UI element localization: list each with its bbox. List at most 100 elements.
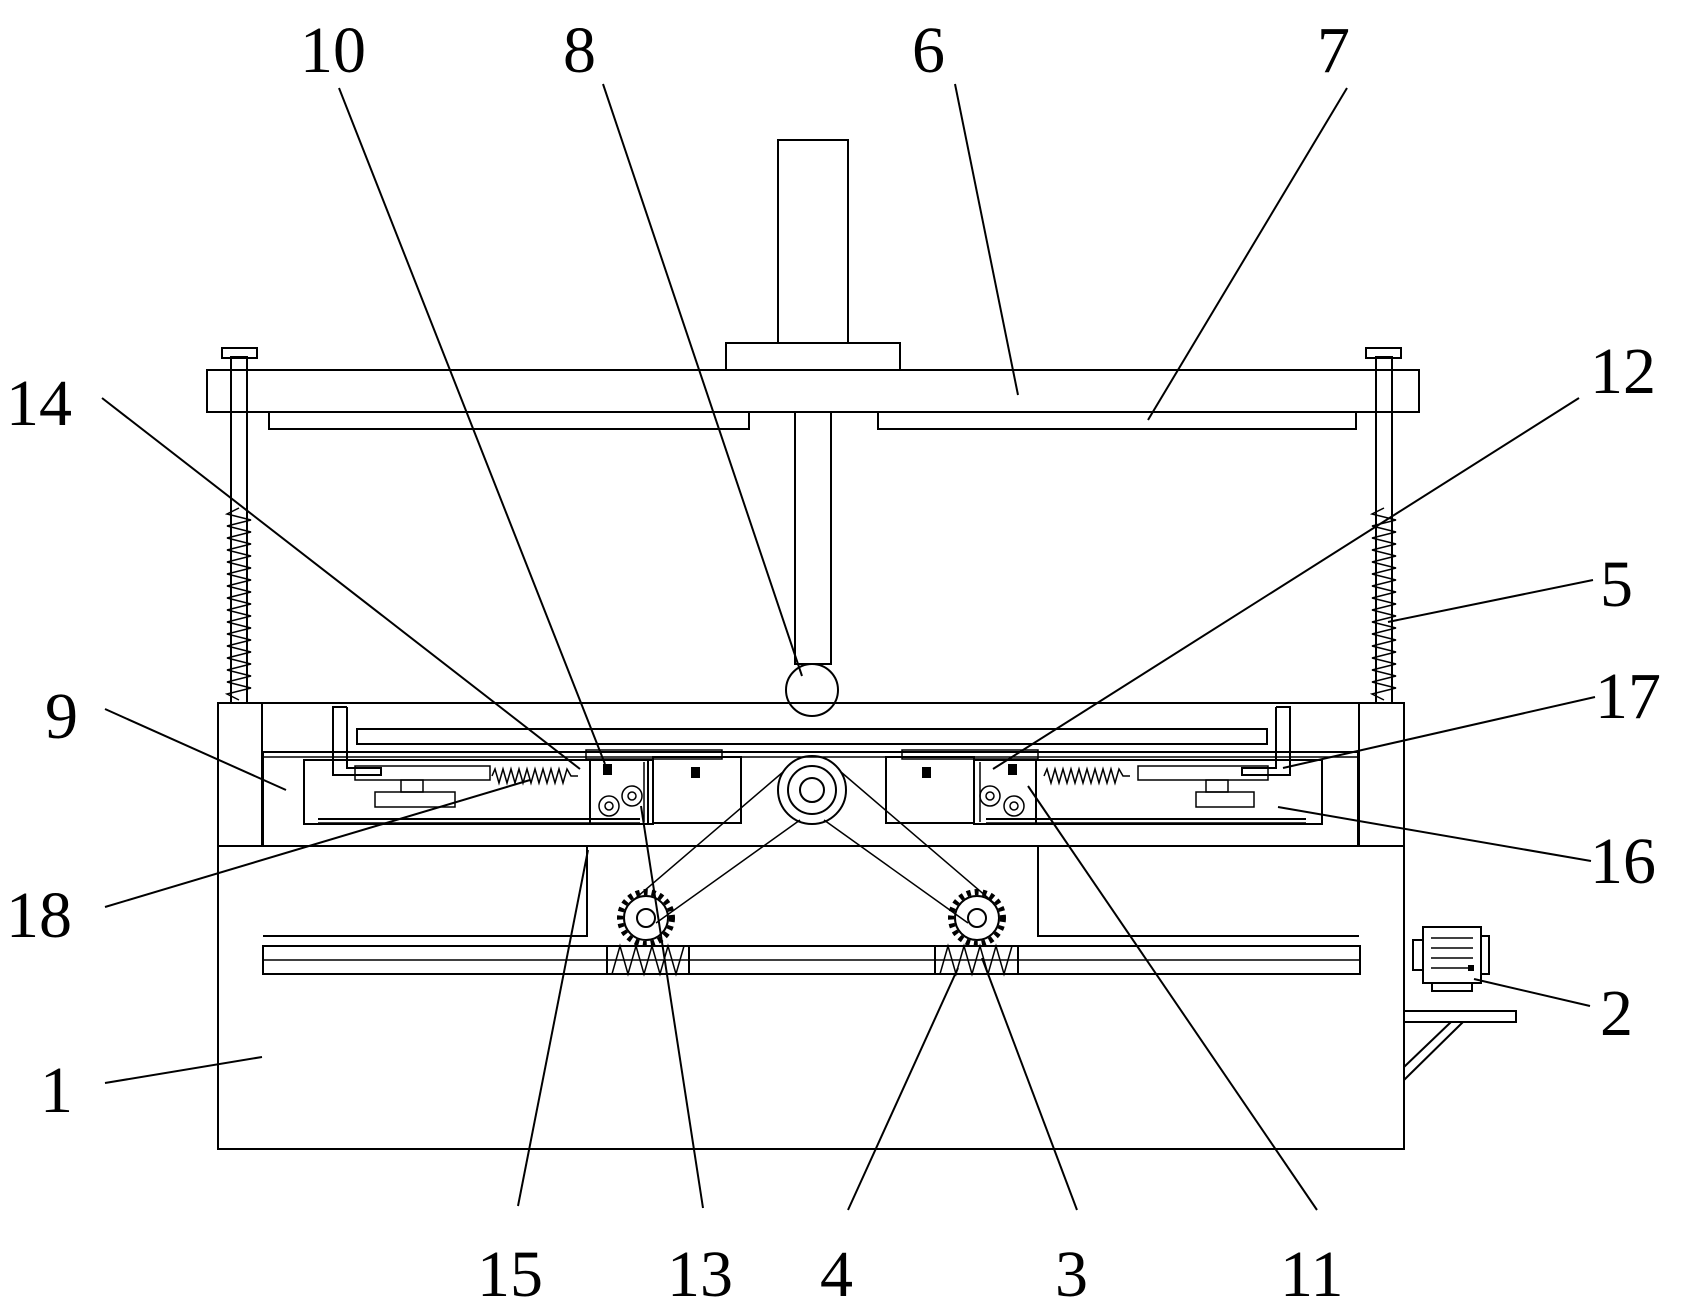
label-10: 10	[300, 14, 366, 87]
label-8: 8	[563, 14, 596, 87]
right-block	[885, 756, 975, 824]
left-pin-block	[400, 779, 424, 793]
right-slider-rail	[901, 749, 1039, 760]
leader-2	[1473, 978, 1591, 1007]
label-6: 6	[912, 14, 945, 87]
right-small-gear-a-hub	[985, 791, 995, 801]
central-pulley-hub	[799, 777, 825, 803]
central-pulley-mid	[787, 765, 837, 815]
right-sub-block	[1195, 791, 1255, 808]
right-box-spring	[1043, 766, 1130, 786]
motor-end-cap-left	[1412, 939, 1424, 971]
cylinder-flange	[725, 342, 901, 371]
left-small-gear-a	[598, 795, 620, 817]
left-black-pad-2	[691, 767, 700, 778]
left-spring	[224, 507, 252, 701]
left-belt-upper	[629, 771, 784, 904]
leader-16	[1277, 806, 1592, 862]
left-small-gear-b-hub	[627, 791, 637, 801]
label-11: 11	[1280, 1238, 1344, 1311]
label-17: 17	[1595, 660, 1661, 733]
leader-13	[640, 805, 704, 1209]
motor-bracket-plate	[1403, 1010, 1517, 1023]
top-beam	[206, 369, 1420, 413]
left-worm-thread	[611, 943, 685, 977]
right-pin-block	[1205, 779, 1229, 793]
leader-6	[954, 83, 1019, 396]
right-gear-housing	[973, 759, 1037, 825]
left-lower-gear-hub	[636, 908, 656, 928]
leader-18	[104, 779, 531, 908]
left-post	[217, 702, 263, 847]
right-clamping-jaw	[1241, 706, 1291, 776]
left-slide-box	[303, 759, 649, 825]
left-small-gear-a-hub	[604, 801, 614, 811]
cylinder-body	[777, 139, 849, 344]
right-small-gear-a	[979, 785, 1001, 807]
right-rod-cap	[1365, 347, 1402, 359]
central-pulley-outer	[777, 755, 847, 825]
right-black-pad-2	[1008, 764, 1017, 775]
leader-12	[992, 397, 1580, 770]
label-1: 1	[40, 1054, 73, 1127]
label-7: 7	[1317, 14, 1350, 87]
label-14: 14	[6, 367, 72, 440]
leader-7	[1147, 87, 1348, 421]
left-worm-nut	[606, 945, 690, 975]
leader-11	[1027, 785, 1318, 1211]
left-rod-cap	[221, 347, 258, 359]
label-3: 3	[1055, 1238, 1088, 1311]
left-belt-lower	[655, 819, 801, 924]
leader-8	[602, 83, 803, 677]
label-15: 15	[477, 1238, 543, 1311]
label-5: 5	[1600, 548, 1633, 621]
piston-rod	[794, 411, 832, 665]
left-small-gear-b	[621, 785, 643, 807]
left-lower-gear	[623, 895, 669, 941]
left-pressing-plate	[268, 411, 750, 430]
right-black-pad-1	[922, 767, 931, 778]
right-lower-gear-hub	[967, 908, 987, 928]
label-9: 9	[45, 680, 78, 753]
left-partition	[263, 846, 588, 937]
right-slide-box	[973, 759, 1323, 825]
left-lower-gear-teeth	[617, 889, 675, 947]
label-13: 13	[667, 1238, 733, 1311]
motor-foot	[1431, 982, 1473, 992]
left-block	[652, 756, 742, 824]
right-belt-upper	[840, 771, 995, 904]
leader-17	[1282, 696, 1596, 769]
base-housing	[217, 702, 1405, 1150]
right-push-rod	[1137, 765, 1269, 781]
piston-ball	[785, 663, 839, 717]
motor-body	[1422, 926, 1482, 984]
motor-end-cap-right	[1480, 935, 1490, 975]
motor-brace-2	[1403, 1021, 1464, 1081]
motor-shaft-dot	[1468, 965, 1474, 971]
right-pressing-plate	[877, 411, 1357, 430]
left-box-spring	[491, 766, 578, 786]
workpiece-strip	[356, 728, 1268, 745]
label-16: 16	[1590, 825, 1656, 898]
right-belt-lower	[823, 819, 969, 924]
right-spring	[1369, 507, 1397, 701]
motor-brace-1	[1403, 1021, 1452, 1068]
left-black-pad-1	[603, 764, 612, 775]
leader-9	[104, 708, 287, 791]
label-18: 18	[6, 879, 72, 952]
right-lower-gear	[954, 895, 1000, 941]
leader-4	[847, 967, 959, 1211]
leader-3	[981, 957, 1078, 1211]
leader-5	[1387, 579, 1594, 623]
right-small-gear-b	[1003, 795, 1025, 817]
right-partition	[1037, 846, 1359, 937]
label-4: 4	[820, 1238, 853, 1311]
leader-14	[101, 397, 581, 770]
leader-1	[104, 1056, 263, 1084]
leader-15	[517, 849, 589, 1207]
leader-10	[338, 87, 606, 765]
left-clamping-jaw	[332, 706, 382, 776]
label-12: 12	[1590, 335, 1656, 408]
label-2: 2	[1600, 977, 1633, 1050]
